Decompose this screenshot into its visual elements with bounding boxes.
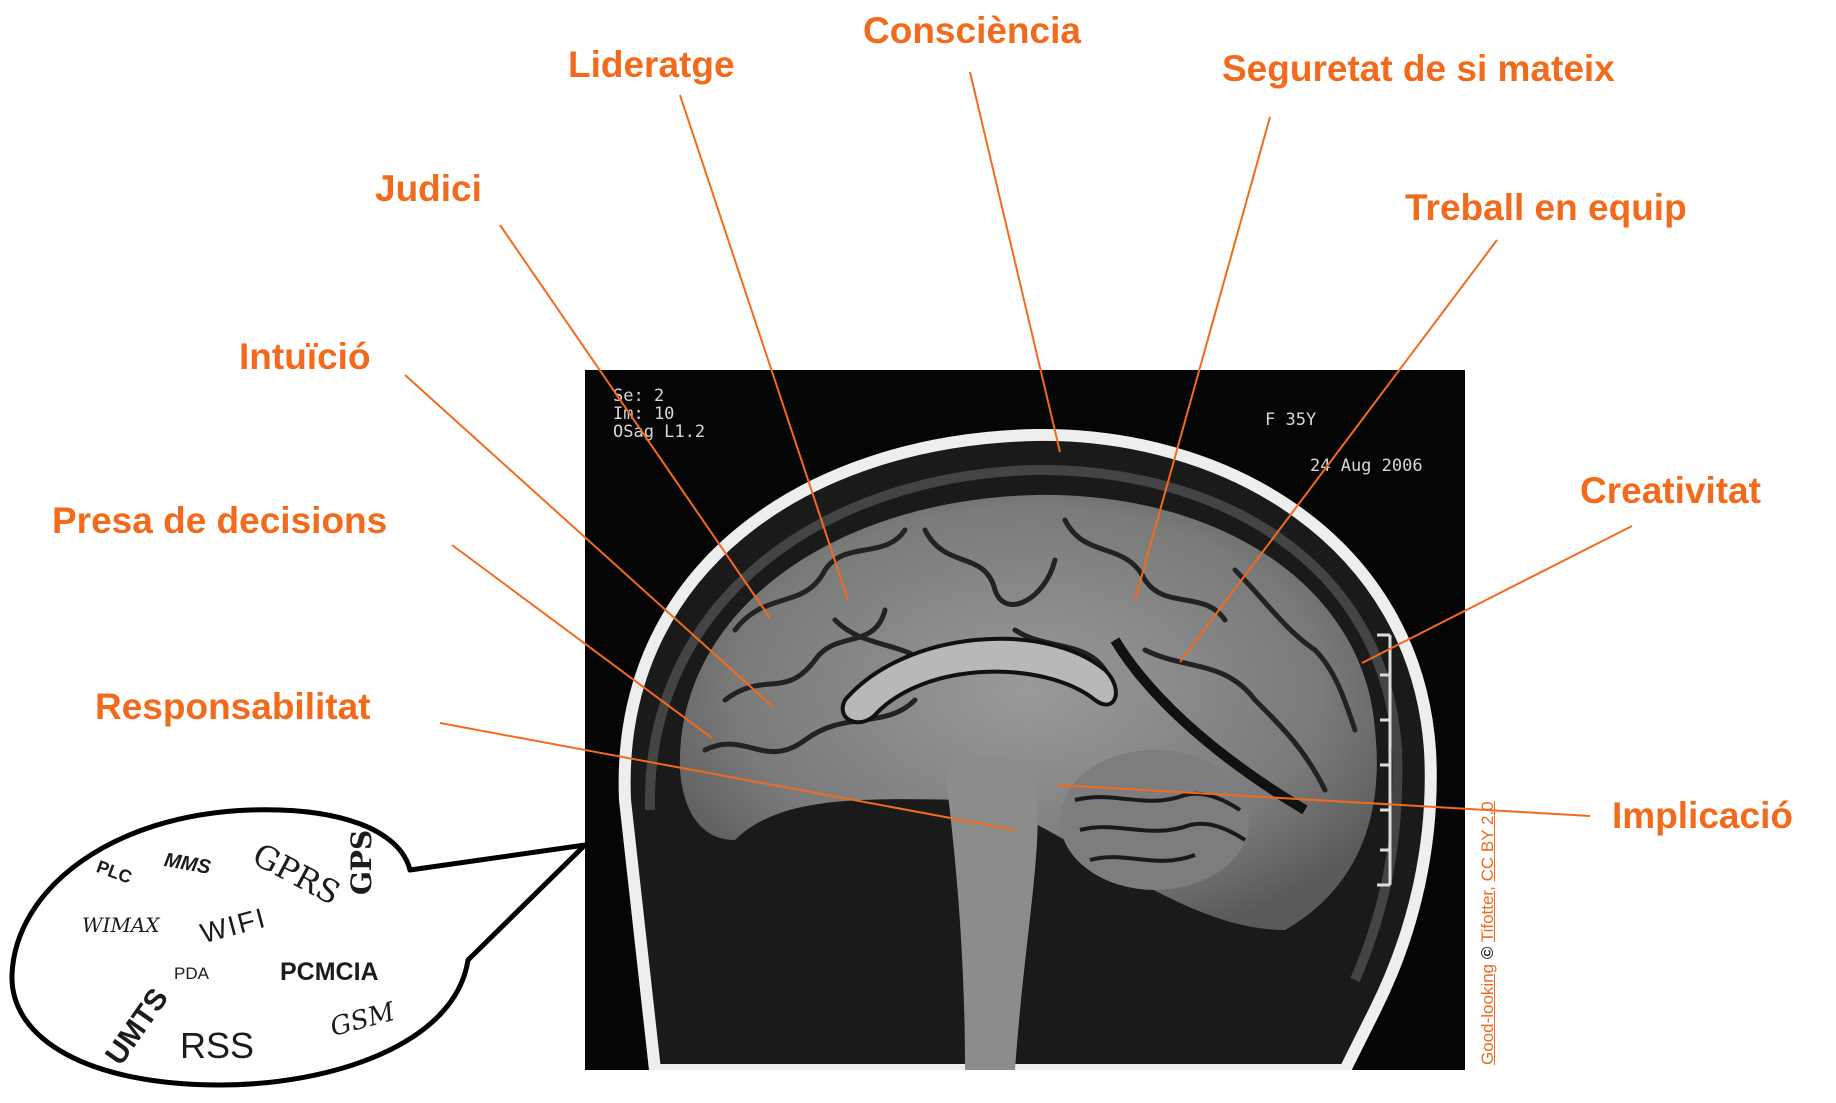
- bubble-word-pcmcia: PCMCIA: [280, 958, 379, 987]
- mri-patient: F 35Y: [1265, 412, 1316, 430]
- bubble-word-pda: PDA: [174, 964, 209, 984]
- label-treball: Treball en equip: [1405, 189, 1687, 226]
- label-responsabilitat: Responsabilitat: [95, 688, 371, 725]
- bubble-word-gps: GPS: [345, 830, 378, 895]
- label-seguretat: Seguretat de si mateix: [1222, 50, 1615, 87]
- credit-separator: ,: [1478, 886, 1497, 891]
- bubble-word-plc: PLC: [93, 856, 134, 888]
- bubble-word-umts: UMTS: [99, 982, 176, 1071]
- label-presa: Presa de decisions: [52, 502, 387, 539]
- mri-slice: OSag L1.2: [613, 424, 705, 442]
- credit-title-link[interactable]: Good-looking: [1478, 964, 1497, 1065]
- copyright-symbol: ©: [1478, 947, 1497, 960]
- mri-date: 24 Aug 2006: [1310, 458, 1423, 476]
- label-judici: Judici: [375, 170, 482, 207]
- brain-mri-image: Se: 2 Im: 10 OSag L1.2 F 35Y 24 Aug 2006: [585, 370, 1465, 1070]
- bubble-word-mms: MMS: [162, 849, 212, 880]
- mri-image-number: Im: 10: [613, 406, 705, 424]
- label-implicacio: Implicació: [1612, 797, 1793, 834]
- bubble-word-gsm: GSM: [327, 997, 398, 1043]
- photo-credit: Good-looking © Tifotter, CC BY 2.0: [1478, 801, 1498, 1065]
- label-intuicio: Intuïció: [239, 338, 371, 375]
- label-consciencia: Consciència: [863, 12, 1081, 49]
- credit-license-link[interactable]: CC BY 2.0: [1478, 801, 1497, 881]
- bubble-word-rss: RSS: [180, 1025, 254, 1067]
- label-lideratge: Lideratge: [568, 46, 735, 83]
- bubble-word-wimax: WIMAX: [82, 913, 160, 937]
- bubble-word-wifi: WIFI: [197, 902, 270, 950]
- credit-author-link[interactable]: Tifotter: [1478, 891, 1497, 942]
- label-creativitat: Creativitat: [1580, 472, 1761, 509]
